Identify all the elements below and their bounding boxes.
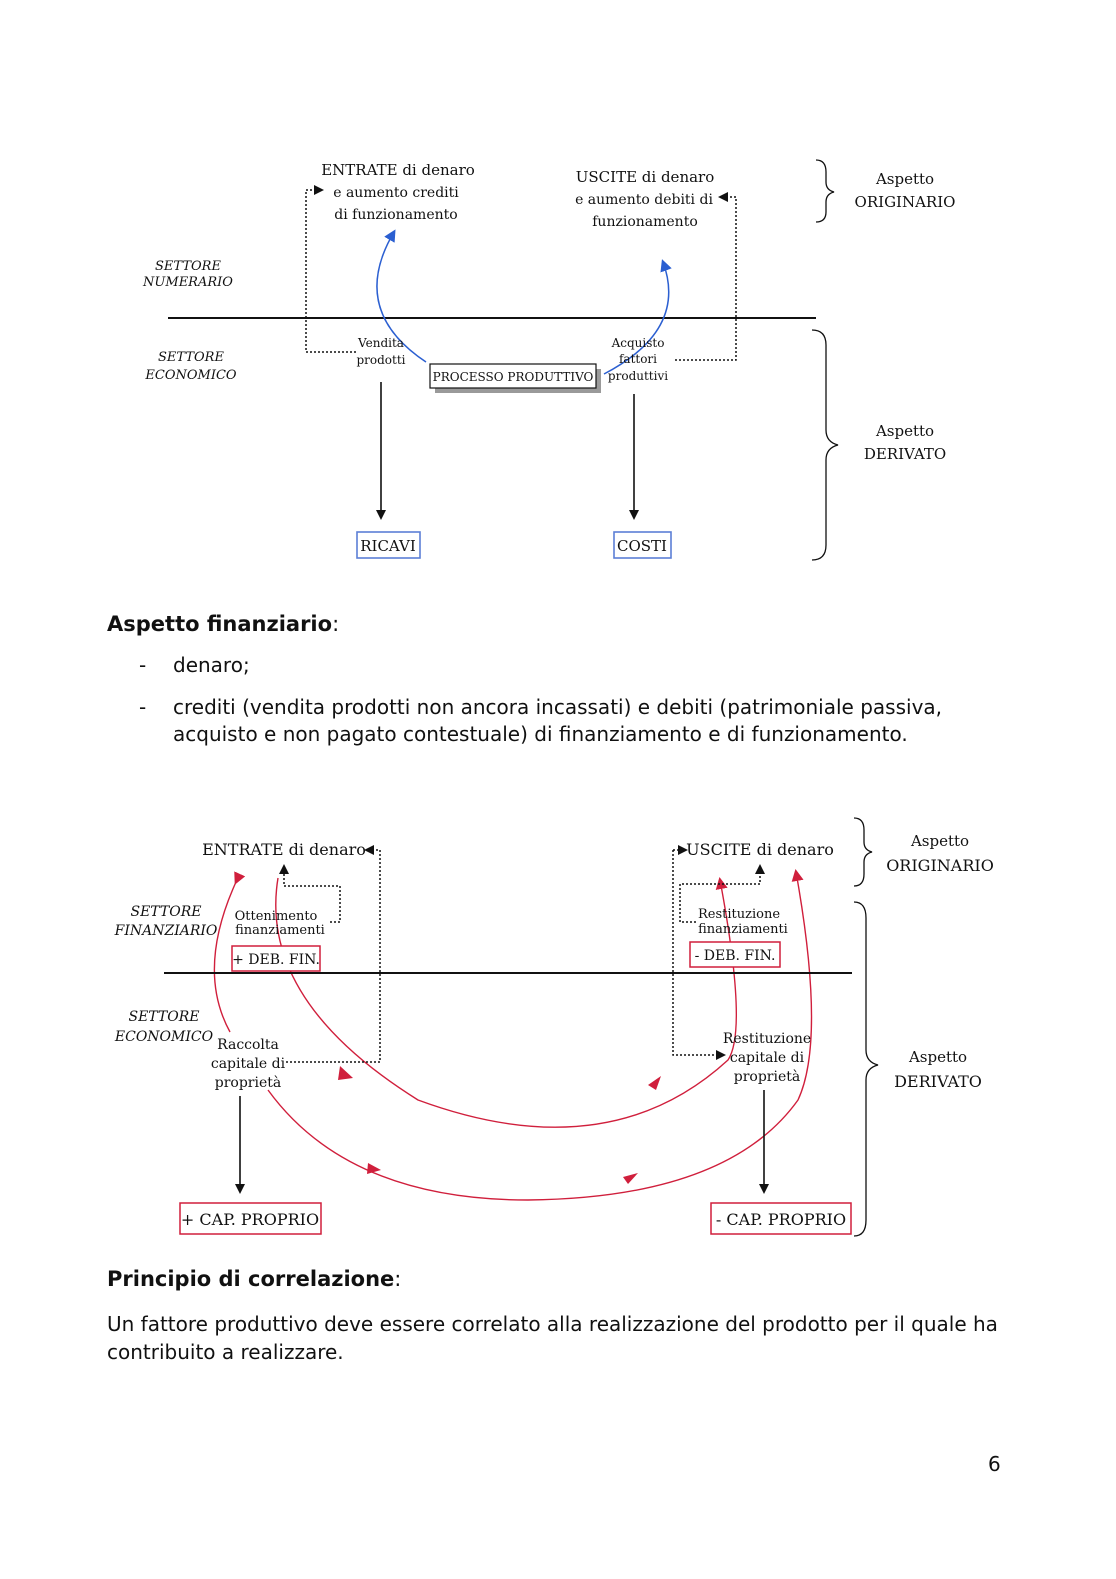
blue-arrow-down xyxy=(603,259,672,375)
bullet-list: -denaro; -crediti (vendita prodotti non … xyxy=(107,652,1007,763)
svg-text:prodotti: prodotti xyxy=(356,353,405,367)
svg-text:Raccolta: Raccolta xyxy=(217,1037,279,1053)
plus-cap-proprio-label: + CAP. PROPRIO xyxy=(181,1210,319,1229)
svg-text:di funzionamento: di funzionamento xyxy=(334,207,457,223)
entrate-denaro-label: ENTRATE di denaro xyxy=(202,840,366,859)
originario-brace xyxy=(853,817,873,887)
svg-text:NUMERARIO: NUMERARIO xyxy=(142,275,233,290)
svg-text:ENTRATE di denaro: ENTRATE di denaro xyxy=(321,161,475,179)
svg-text:Acquisto: Acquisto xyxy=(611,336,665,350)
svg-text:DERIVATO: DERIVATO xyxy=(894,1072,982,1091)
entrate-dotted-loop xyxy=(305,185,356,353)
svg-text:SETTORE: SETTORE xyxy=(155,259,221,274)
plus-deb-fin-label: + DEB. FIN. xyxy=(232,952,320,968)
svg-text:SETTORE: SETTORE xyxy=(131,904,202,920)
svg-text:funzionamento: funzionamento xyxy=(592,214,698,230)
list-item: -crediti (vendita prodotti non ancora in… xyxy=(139,694,943,747)
plus-cap-proprio-box xyxy=(179,1202,322,1235)
svg-text:Restituzione: Restituzione xyxy=(698,907,780,922)
derivato-brace xyxy=(853,901,879,1237)
aspetto-originario-label: Aspetto ORIGINARIO xyxy=(886,832,994,875)
settore-numerario-label: SETTORE NUMERARIO xyxy=(142,259,233,290)
svg-text:Aspetto: Aspetto xyxy=(908,1048,967,1066)
svg-text:produttivi: produttivi xyxy=(608,369,668,383)
svg-text:Aspetto: Aspetto xyxy=(875,422,934,440)
ottenimento-finanziamenti-label: Ottenimento finanziamenti xyxy=(235,909,325,938)
ricavi-label: RICAVI xyxy=(360,537,416,555)
restituzione-dotted-loop xyxy=(679,864,765,923)
svg-text:SETTORE: SETTORE xyxy=(158,350,224,365)
vendita-prodotti-label: Vendita prodotti xyxy=(356,336,405,367)
minus-deb-fin-label: - DEB. FIN. xyxy=(695,948,776,964)
svg-text:SETTORE: SETTORE xyxy=(129,1009,200,1025)
svg-text:ECONOMICO: ECONOMICO xyxy=(144,368,237,383)
minus-deb-fin-box xyxy=(689,941,781,968)
financial-capital-diagram: ENTRATE di denaro USCITE di denaro Aspet… xyxy=(114,817,994,1237)
derivato-brace xyxy=(811,329,839,561)
processo-box xyxy=(429,363,597,389)
settore-economico-label: SETTORE ECONOMICO xyxy=(114,1009,214,1045)
svg-text:proprietà: proprietà xyxy=(215,1074,281,1091)
restituzione-capitale-label: Restituzione capitale di proprietà xyxy=(723,1031,811,1085)
settore-economico-label: SETTORE ECONOMICO xyxy=(144,350,237,383)
processo-label: PROCESSO PRODUTTIVO xyxy=(433,370,594,384)
restituzione-finanziamenti-label: Restituzione finanziamenti xyxy=(698,907,788,937)
blue-arrow-up xyxy=(376,229,427,363)
svg-text:ECONOMICO: ECONOMICO xyxy=(114,1029,214,1045)
svg-text:capitale di: capitale di xyxy=(730,1050,805,1066)
svg-text:Vendita: Vendita xyxy=(357,336,404,350)
svg-text:Ottenimento: Ottenimento xyxy=(235,909,318,924)
svg-text:proprietà: proprietà xyxy=(734,1068,800,1085)
acquisto-fattori-label: Acquisto fattori produttivi xyxy=(608,336,668,383)
section-heading-principio-correlazione: Principio di correlazione: xyxy=(107,1267,402,1291)
svg-text:finanziamenti: finanziamenti xyxy=(235,923,325,938)
costi-label: COSTI xyxy=(617,537,667,555)
economic-financial-diagram: ENTRATE di denaro e aumento crediti di f… xyxy=(142,159,956,561)
red-arc-inner xyxy=(275,877,738,1128)
red-arrowhead-mid1 xyxy=(338,1066,353,1080)
svg-text:capitale di: capitale di xyxy=(211,1056,286,1072)
ottenimento-dotted-loop xyxy=(279,864,341,923)
svg-text:e aumento crediti: e aumento crediti xyxy=(333,185,459,201)
aspetto-derivato-label: Aspetto DERIVATO xyxy=(864,422,946,463)
svg-text:USCITE di denaro: USCITE di denaro xyxy=(576,168,715,186)
page-number: 6 xyxy=(988,1452,1001,1476)
raccolta-capitale-label: Raccolta capitale di proprietà xyxy=(211,1037,286,1091)
svg-text:Aspetto: Aspetto xyxy=(875,170,934,188)
red-arc-outer-left xyxy=(213,871,246,1033)
uscite-denaro-label: USCITE di denaro xyxy=(686,840,834,859)
red-arrowhead-mid3 xyxy=(367,1163,381,1174)
aspetto-derivato-label: Aspetto DERIVATO xyxy=(894,1048,982,1091)
settore-finanziario-label: SETTORE FINANZIARIO xyxy=(114,904,218,939)
entrate-label: ENTRATE di denaro e aumento crediti di f… xyxy=(321,161,475,223)
red-arrowhead-mid2 xyxy=(648,1076,661,1090)
paragraph: Un fattore produttivo deve essere correl… xyxy=(107,1312,998,1364)
red-arrowhead-mid4 xyxy=(623,1173,638,1184)
svg-text:fattori: fattori xyxy=(619,352,657,366)
uscite-label: USCITE di denaro e aumento debiti di fun… xyxy=(575,168,714,230)
uscite-dotted-loop xyxy=(675,192,737,361)
costi-box xyxy=(613,531,672,559)
minus-cap-proprio-label: - CAP. PROPRIO xyxy=(716,1210,846,1229)
ricavi-box xyxy=(356,531,421,559)
section-heading-aspetto-finanziario: Aspetto finanziario: xyxy=(107,612,340,636)
aspetto-originario-label: Aspetto ORIGINARIO xyxy=(855,170,956,211)
list-item: -denaro; xyxy=(139,653,250,677)
svg-text:ORIGINARIO: ORIGINARIO xyxy=(886,856,994,875)
plus-deb-fin-box xyxy=(231,945,321,972)
minus-cap-proprio-box xyxy=(710,1202,852,1235)
svg-text:ORIGINARIO: ORIGINARIO xyxy=(855,193,956,211)
originario-brace xyxy=(815,159,835,223)
entrate-dotted-right xyxy=(286,845,381,1063)
svg-text:FINANZIARIO: FINANZIARIO xyxy=(114,923,218,939)
uscite-dotted-left xyxy=(672,850,726,1060)
svg-text:e aumento debiti di: e aumento debiti di xyxy=(575,192,713,208)
svg-text:finanziamenti: finanziamenti xyxy=(698,922,788,937)
svg-text:Aspetto: Aspetto xyxy=(910,832,969,850)
svg-text:DERIVATO: DERIVATO xyxy=(864,445,946,463)
svg-text:Restituzione: Restituzione xyxy=(723,1031,811,1047)
